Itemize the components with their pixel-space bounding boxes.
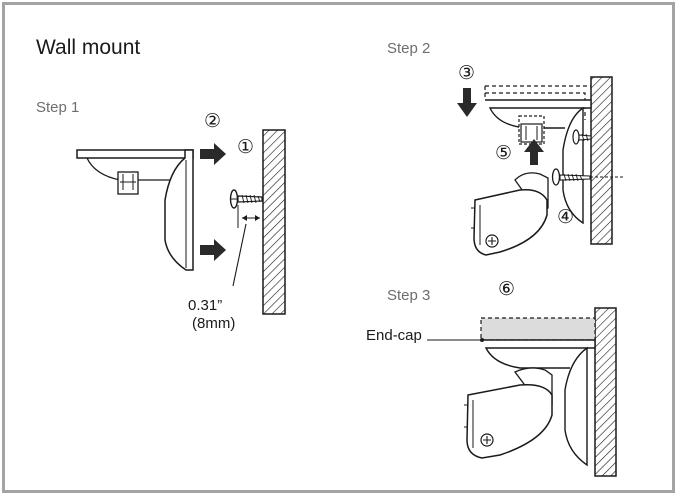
end-cap	[480, 317, 596, 341]
diagram-frame	[2, 2, 675, 493]
step2-illustration	[457, 76, 625, 256]
step2-label: Step 2	[387, 40, 431, 57]
callout-2: ②	[204, 110, 222, 132]
bracket-clip	[117, 171, 139, 195]
page-title: Wall mount	[36, 36, 141, 59]
sensor-head	[471, 172, 549, 256]
bracket-clip	[520, 123, 543, 143]
arrow-right-icon	[200, 143, 226, 165]
callout-1: ①	[237, 136, 255, 158]
wall-hatch-icon	[262, 129, 286, 315]
callout-4: ④	[557, 206, 575, 228]
sensor-head	[464, 367, 553, 459]
step3-illustration	[427, 307, 617, 477]
callout-6: ⑥	[498, 278, 516, 300]
wall-hatch-icon	[594, 307, 617, 477]
callout-3: ③	[458, 62, 476, 84]
bracket-top	[76, 149, 194, 159]
arrow-up-icon	[524, 139, 544, 165]
screw-icon	[572, 129, 592, 145]
measurement-inch: 0.31”	[188, 297, 223, 314]
step3-label: Step 3	[387, 287, 431, 304]
screw-icon	[229, 189, 263, 209]
callout-5: ⑤	[495, 142, 513, 164]
step1-illustration	[76, 129, 286, 315]
bracket-back	[164, 149, 194, 271]
measurement-mm: (8mm)	[192, 315, 236, 332]
step1-label: Step 1	[36, 99, 80, 116]
arrow-down-icon	[457, 88, 477, 117]
screw-icon	[551, 168, 625, 186]
arrow-right-icon	[200, 239, 226, 261]
end-cap-label: End-cap	[366, 327, 422, 344]
wall-hatch-icon	[590, 76, 613, 245]
